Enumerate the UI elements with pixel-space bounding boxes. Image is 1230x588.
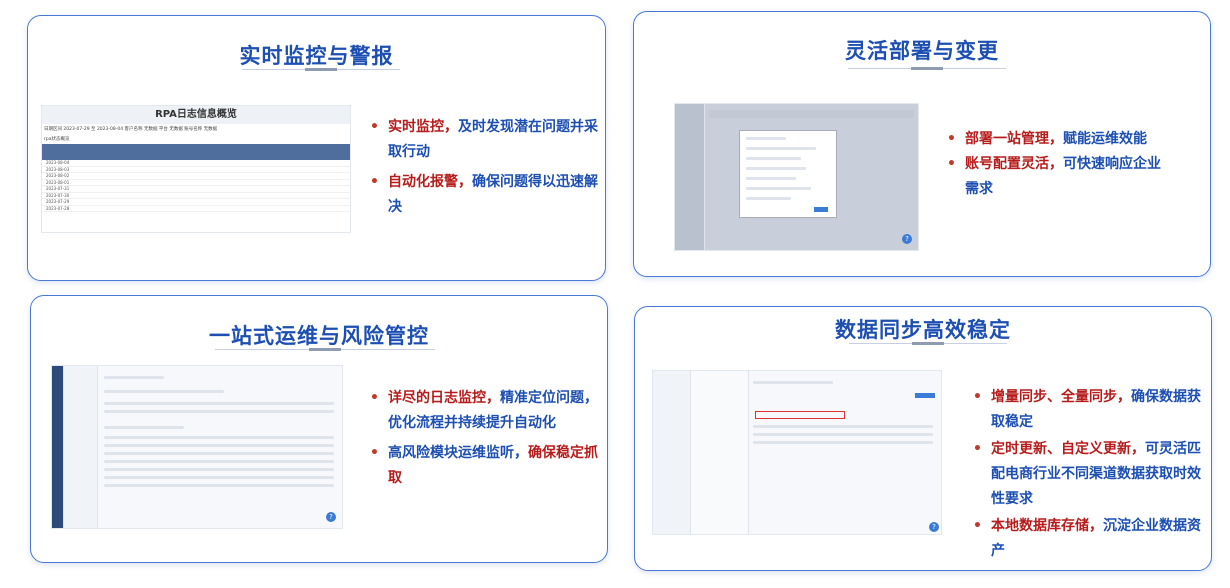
screenshot-tree — [691, 371, 749, 534]
bullet-text-red: 实时监控， — [388, 119, 458, 135]
screenshot-subtitle: rpa状态概览 — [44, 137, 70, 142]
feature-card-flexible-deployment: 灵活部署与变更 ? 部署一站管理，赋能运维效能账号配置灵活，可快速响应企业需求 — [633, 11, 1211, 277]
screenshot-sidebar — [675, 104, 705, 250]
feature-bullet-list: 详尽的日志监控，精准定位问题，优化流程并持续提升自动化高风险模块运维监听，确保稳… — [366, 386, 598, 491]
screenshot-filters: 日期区间 2023-07-29 至 2023-08-04 客户名称 无数据 平台… — [44, 127, 218, 132]
help-icon: ? — [929, 522, 939, 532]
feature-bullet: 账号配置灵活，可快速响应企业需求 — [943, 152, 1173, 202]
title-underline — [215, 348, 435, 351]
sync-options-highlight — [755, 411, 845, 419]
feature-bullet: 高风险模块运维监听，确保稳定抓取 — [366, 441, 598, 491]
deployment-config-screenshot: ? — [674, 103, 919, 251]
screenshot-sidebar — [653, 371, 691, 534]
feature-bullet-list: 实时监控，及时发现潜在问题并采取行动自动化报警，确保问题得以迅速解决 — [366, 115, 598, 220]
feature-bullet: 定时更新、自定义更新，可灵活匹配电商行业不同渠道数据获取时效性要求 — [969, 437, 1211, 512]
bullet-text-red: 定时更新、自定义更新， — [991, 441, 1145, 457]
screenshot-header: RPA日志信息概览 — [42, 106, 350, 124]
feature-card-realtime-monitoring: 实时监控与警报 RPA日志信息概览 日期区间 2023-07-29 至 2023… — [27, 15, 606, 281]
bullet-text-blue: 确保问题得以迅速解决 — [388, 174, 598, 215]
screenshot-table-header — [42, 144, 350, 160]
bullet-text-blue: 可快速响应企业需求 — [965, 156, 1161, 197]
feature-bullet-list: 部署一站管理，赋能运维效能账号配置灵活，可快速响应企业需求 — [943, 127, 1173, 202]
screenshot-sidebar — [64, 366, 98, 528]
bullet-text-red: 账号配置灵活， — [965, 156, 1063, 172]
bullet-text-red: 确保稳定抓取 — [388, 445, 598, 486]
table-row: 2023-08-01 — [42, 180, 350, 186]
screenshot-nav-rail — [52, 366, 64, 528]
bullet-text-blue: 可灵活匹配电商行业不同渠道数据获取时效性要求 — [991, 441, 1201, 507]
feature-bullet: 详尽的日志监控，精准定位问题，优化流程并持续提升自动化 — [366, 386, 598, 436]
bullet-text-red: 部署一站管理， — [965, 131, 1063, 147]
feature-bullet: 部署一站管理，赋能运维效能 — [943, 127, 1173, 152]
bullet-text-blue: 高风险模块运维监听， — [388, 445, 528, 461]
title-underline — [849, 342, 1007, 345]
data-sync-screenshot: ? — [652, 370, 942, 535]
card-title: 一站式运维与风险管控 — [209, 324, 429, 348]
feature-bullet: 实时监控，及时发现潜在问题并采取行动 — [366, 115, 598, 165]
table-row: 2023-08-04 — [42, 160, 350, 167]
bullet-text-red: 自动化报警， — [388, 174, 472, 190]
feature-bullet: 本地数据库存储，沉淀企业数据资产 — [969, 514, 1211, 564]
table-row: 2023-07-30 — [42, 193, 350, 199]
help-icon: ? — [902, 234, 912, 244]
table-row: 2023-07-29 — [42, 199, 350, 206]
bullet-text-blue: 及时发现潜在问题并采取行动 — [388, 119, 598, 160]
card-title: 灵活部署与变更 — [845, 39, 999, 63]
feature-bullet: 增量同步、全量同步，确保数据获取稳定 — [969, 385, 1211, 435]
bullet-text-blue: 沉淀企业数据资产 — [991, 518, 1201, 559]
screenshot-toolbar — [709, 110, 914, 118]
feature-bullet-list: 增量同步、全量同步，确保数据获取稳定定时更新、自定义更新，可灵活匹配电商行业不同… — [969, 385, 1211, 564]
bullet-text-blue: 确保数据获取稳定 — [991, 389, 1201, 430]
help-icon: ? — [326, 512, 336, 522]
bullet-text-blue: 精准定位问题，优化流程并持续提升自动化 — [388, 390, 598, 431]
bullet-text-red: 本地数据库存储， — [991, 518, 1103, 534]
table-row: 2023-07-28 — [42, 206, 350, 212]
screenshot-dialog — [739, 130, 837, 218]
title-underline — [848, 67, 1006, 70]
bullet-text-blue: 赋能运维效能 — [1063, 131, 1147, 147]
feature-card-ops-risk-control: 一站式运维与风险管控 ? 详尽的日志监控，精准定位问题，优化流程并持续提升自动化… — [30, 295, 608, 563]
card-title: 实时监控与警报 — [239, 44, 394, 68]
bullet-text-red: 详尽的日志监控， — [388, 390, 500, 406]
table-row: 2023-08-03 — [42, 167, 350, 173]
table-row: 2023-07-31 — [42, 186, 350, 193]
ops-log-screenshot: ? — [51, 365, 343, 529]
feature-bullet: 自动化报警，确保问题得以迅速解决 — [366, 170, 598, 220]
rpa-log-overview-screenshot: RPA日志信息概览 日期区间 2023-07-29 至 2023-08-04 客… — [41, 105, 351, 233]
bullet-text-red: 增量同步、全量同步， — [991, 389, 1131, 405]
feature-card-data-sync: 数据同步高效稳定 ? 增量同步、全量同步，确保数据获取稳定定时更新、自定义更新，… — [634, 306, 1212, 571]
title-underline — [242, 68, 400, 71]
table-row: 2023-08-02 — [42, 173, 350, 180]
card-title: 数据同步高效稳定 — [835, 318, 1011, 342]
